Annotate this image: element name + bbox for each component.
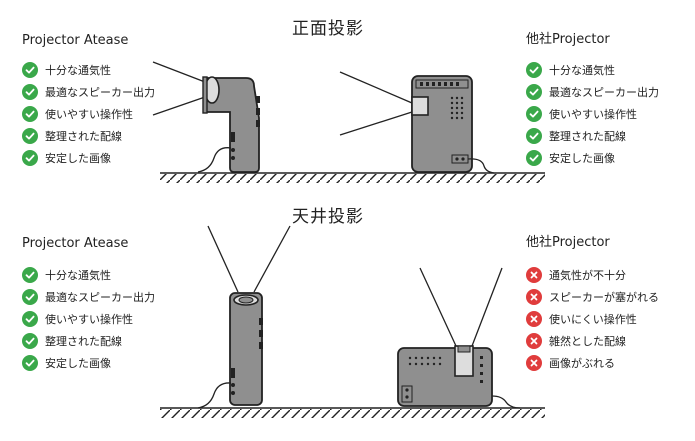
list-item: 整理された配線	[22, 330, 155, 352]
list-item: 雑然とした配線	[526, 330, 659, 352]
cross-circle-icon	[526, 333, 542, 349]
list-item: 安定した画像	[22, 352, 155, 374]
list-item: 使いやすい操作性	[22, 103, 155, 125]
check-circle-icon	[22, 62, 38, 78]
check-circle-icon	[22, 128, 38, 144]
check-circle-icon	[526, 128, 542, 144]
check-circle-icon	[526, 84, 542, 100]
list-item: 最適なスピーカー出力	[526, 81, 659, 103]
ceiling-competitor-features: 通気性が不十分 スピーカーが塞がれる 使いにくい操作性 雑然とした配線 画像がぶ…	[526, 264, 659, 374]
competitor-front-device	[339, 71, 495, 174]
list-item: 画像がぶれる	[526, 352, 659, 374]
ceiling-atease-features: 十分な通気性 最適なスピーカー出力 使いやすい操作性 整理された配線 安定した画…	[22, 264, 155, 374]
atease-ceiling-device	[197, 225, 291, 409]
check-circle-icon	[526, 62, 542, 78]
ceiling-competitor-brand: 他社Projector	[526, 235, 610, 250]
feature-label: 最適なスピーカー出力	[549, 86, 659, 99]
check-circle-icon	[22, 267, 38, 283]
front-competitor-features: 十分な通気性 最適なスピーカー出力 使いやすい操作性 整理された配線 安定した画…	[526, 59, 659, 169]
list-item: 最適なスピーカー出力	[22, 81, 155, 103]
list-item: 最適なスピーカー出力	[22, 286, 155, 308]
list-item: 十分な通気性	[22, 59, 155, 81]
list-item: 安定した画像	[22, 147, 155, 169]
list-item: 使いやすい操作性	[22, 308, 155, 330]
front-projection-title: 正面投影	[292, 19, 364, 39]
feature-label: 雑然とした配線	[549, 335, 626, 348]
feature-label: 最適なスピーカー出力	[45, 291, 155, 304]
check-circle-icon	[22, 333, 38, 349]
feature-label: 整理された配線	[549, 130, 626, 143]
front-atease-features: 十分な通気性 最適なスピーカー出力 使いやすい操作性 整理された配線 安定した画…	[22, 59, 155, 169]
atease-front-device	[152, 61, 260, 173]
feature-label: 十分な通気性	[45, 64, 111, 77]
list-item: 安定した画像	[526, 147, 659, 169]
list-item: 通気性が不十分	[526, 264, 659, 286]
feature-label: 安定した画像	[549, 152, 615, 165]
ceiling-projection-title: 天井投影	[292, 207, 364, 227]
check-circle-icon	[526, 150, 542, 166]
ceiling-atease-brand: Projector Atease	[22, 236, 129, 251]
front-floor	[160, 172, 545, 183]
feature-label: 整理された配線	[45, 130, 122, 143]
list-item: 使いにくい操作性	[526, 308, 659, 330]
feature-label: 使いやすい操作性	[549, 108, 637, 121]
list-item: スピーカーが塞がれる	[526, 286, 659, 308]
feature-label: 十分な通気性	[549, 64, 615, 77]
check-circle-icon	[526, 106, 542, 122]
cross-circle-icon	[526, 311, 542, 327]
cross-circle-icon	[526, 267, 542, 283]
feature-label: 使いにくい操作性	[549, 313, 637, 326]
list-item: 使いやすい操作性	[526, 103, 659, 125]
check-circle-icon	[22, 106, 38, 122]
ceiling-floor	[160, 407, 545, 418]
competitor-ceiling-device	[397, 267, 521, 409]
feature-label: 使いやすい操作性	[45, 313, 133, 326]
feature-label: 画像がぶれる	[549, 357, 615, 370]
feature-label: 整理された配線	[45, 335, 122, 348]
feature-label: 十分な通気性	[45, 269, 111, 282]
feature-label: 最適なスピーカー出力	[45, 86, 155, 99]
feature-label: 使いやすい操作性	[45, 108, 133, 121]
list-item: 整理された配線	[22, 125, 155, 147]
cross-circle-icon	[526, 289, 542, 305]
check-circle-icon	[22, 289, 38, 305]
check-circle-icon	[22, 150, 38, 166]
list-item: 整理された配線	[526, 125, 659, 147]
feature-label: スピーカーが塞がれる	[549, 291, 659, 304]
check-circle-icon	[22, 84, 38, 100]
feature-label: 安定した画像	[45, 357, 111, 370]
check-circle-icon	[22, 355, 38, 371]
feature-label: 安定した画像	[45, 152, 111, 165]
check-circle-icon	[22, 311, 38, 327]
front-competitor-brand: 他社Projector	[526, 32, 610, 47]
list-item: 十分な通気性	[526, 59, 659, 81]
cross-circle-icon	[526, 355, 542, 371]
feature-label: 通気性が不十分	[549, 269, 626, 282]
list-item: 十分な通気性	[22, 264, 155, 286]
front-atease-brand: Projector Atease	[22, 33, 129, 48]
